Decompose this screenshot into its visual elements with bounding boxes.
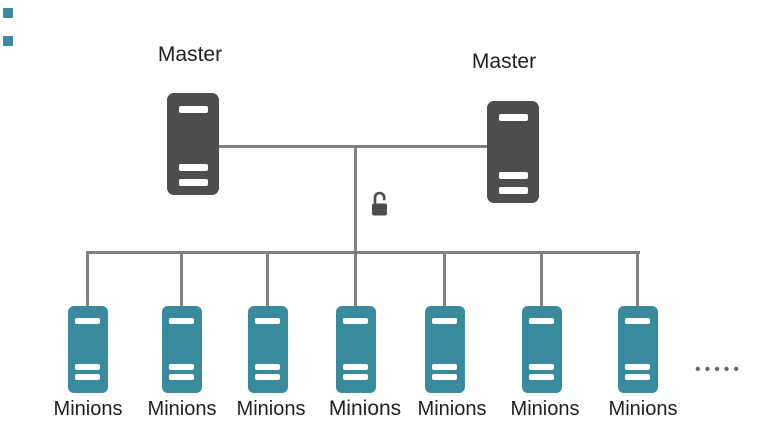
master-server-icon: [487, 101, 539, 203]
minion-drop-line: [636, 251, 639, 306]
minion-label: Minions: [417, 398, 487, 420]
minion-server-icon: [522, 306, 562, 393]
minion-server-icon: [336, 306, 376, 393]
minion-server-icon: [248, 306, 288, 393]
minion-bus-line: [87, 251, 640, 254]
master-label: Master: [157, 43, 223, 66]
more-minions-ellipsis: •••••: [695, 361, 744, 378]
minion-label: Minions: [147, 398, 217, 420]
minion-label: Minions: [236, 398, 306, 420]
minion-server-icon: [425, 306, 465, 393]
minion-label: Minions: [608, 398, 678, 420]
minion-drop-line: [540, 251, 543, 306]
minion-drop-line: [354, 251, 357, 306]
minion-drop-line: [266, 251, 269, 306]
minion-server-icon: [68, 306, 108, 393]
minion-label: Minions: [510, 398, 580, 420]
minion-label: Minions: [53, 398, 123, 420]
master-to-bus-line: [354, 145, 357, 254]
master-label: Master: [471, 50, 537, 73]
open-lock-icon: [372, 191, 387, 216]
minion-server-icon: [618, 306, 658, 393]
minion-label: Minions: [328, 397, 402, 420]
list-bullet-square: [3, 36, 13, 46]
minion-drop-line: [86, 251, 89, 306]
master-server-icon: [167, 93, 219, 195]
minion-drop-line: [180, 251, 183, 306]
list-bullet-square: [3, 8, 13, 18]
minion-server-icon: [162, 306, 202, 393]
minion-drop-line: [443, 251, 446, 306]
